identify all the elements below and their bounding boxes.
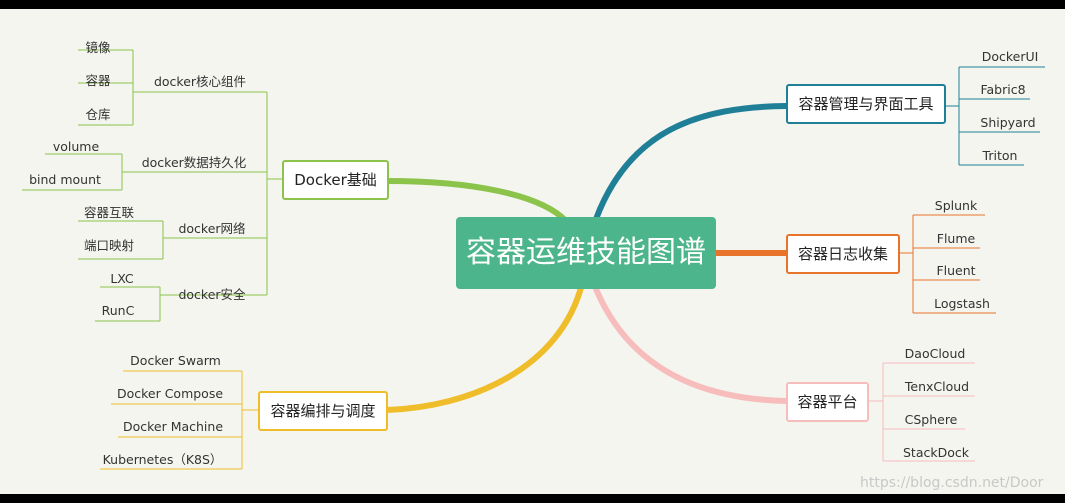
- orchestration-subtree: [100, 370, 258, 470]
- leaf-container-link[interactable]: 容器互联: [83, 205, 134, 220]
- group-docker-core[interactable]: docker核心组件: [153, 74, 247, 89]
- leaf-fabric8[interactable]: Fabric8: [980, 82, 1026, 97]
- leaf-container[interactable]: 容器: [85, 73, 111, 88]
- branch-logging[interactable]: 容器日志收集: [786, 234, 900, 274]
- management-subtree: [944, 66, 1045, 166]
- leaf-runc[interactable]: RunC: [101, 303, 135, 318]
- leaf-dockerui[interactable]: DockerUI: [981, 49, 1039, 64]
- leaf-splunk[interactable]: Splunk: [934, 198, 978, 213]
- logging-subtree: [898, 214, 996, 314]
- leaf-logstash[interactable]: Logstash: [934, 296, 990, 311]
- leaf-image[interactable]: 镜像: [85, 40, 111, 55]
- leaf-docker-swarm[interactable]: Docker Swarm: [130, 353, 221, 368]
- leaf-csphere[interactable]: CSphere: [904, 412, 958, 427]
- group-docker-security[interactable]: docker安全: [178, 287, 246, 302]
- leaf-docker-compose[interactable]: Docker Compose: [116, 386, 224, 401]
- link-management: [593, 103, 789, 222]
- docker-basics-subtree: [22, 49, 282, 322]
- connector-layer: [22, 49, 1045, 470]
- leaf-tenxcloud[interactable]: TenxCloud: [904, 379, 970, 394]
- group-docker-persistence[interactable]: docker数据持久化: [141, 155, 247, 170]
- leaf-volume[interactable]: volume: [52, 139, 100, 154]
- branch-docker-basics[interactable]: Docker基础: [282, 160, 389, 200]
- watermark-text: https://blog.csdn.net/Door: [860, 475, 1044, 491]
- leaf-daocloud[interactable]: DaoCloud: [904, 346, 966, 361]
- leaf-triton[interactable]: Triton: [982, 148, 1018, 163]
- platform-subtree: [867, 362, 975, 462]
- branch-orchestration[interactable]: 容器编排与调度: [258, 391, 388, 431]
- link-platform: [593, 286, 789, 404]
- mind-map-canvas: 容器运维技能图谱 Docker基础 容器编排与调度 容器管理与界面工具 容器日志…: [0, 9, 1065, 494]
- leaf-bind-mount[interactable]: bind mount: [29, 172, 101, 187]
- branch-management[interactable]: 容器管理与界面工具: [786, 84, 946, 124]
- leaf-kubernetes[interactable]: Kubernetes（K8S）: [102, 452, 223, 467]
- leaf-flume[interactable]: Flume: [936, 231, 976, 246]
- leaf-docker-machine[interactable]: Docker Machine: [122, 419, 224, 434]
- leaf-fluent[interactable]: Fluent: [936, 263, 976, 278]
- branch-platform[interactable]: 容器平台: [786, 382, 869, 422]
- leaf-shipyard[interactable]: Shipyard: [980, 115, 1036, 130]
- leaf-port-mapping[interactable]: 端口映射: [83, 238, 134, 253]
- link-docker-basics: [384, 178, 569, 224]
- group-docker-network[interactable]: docker网络: [178, 221, 246, 236]
- link-orchestration: [384, 281, 585, 413]
- central-topic[interactable]: 容器运维技能图谱: [456, 217, 716, 289]
- leaf-lxc[interactable]: LXC: [110, 271, 134, 286]
- leaf-repository[interactable]: 仓库: [85, 107, 111, 122]
- leaf-stackdock[interactable]: StackDock: [903, 445, 969, 460]
